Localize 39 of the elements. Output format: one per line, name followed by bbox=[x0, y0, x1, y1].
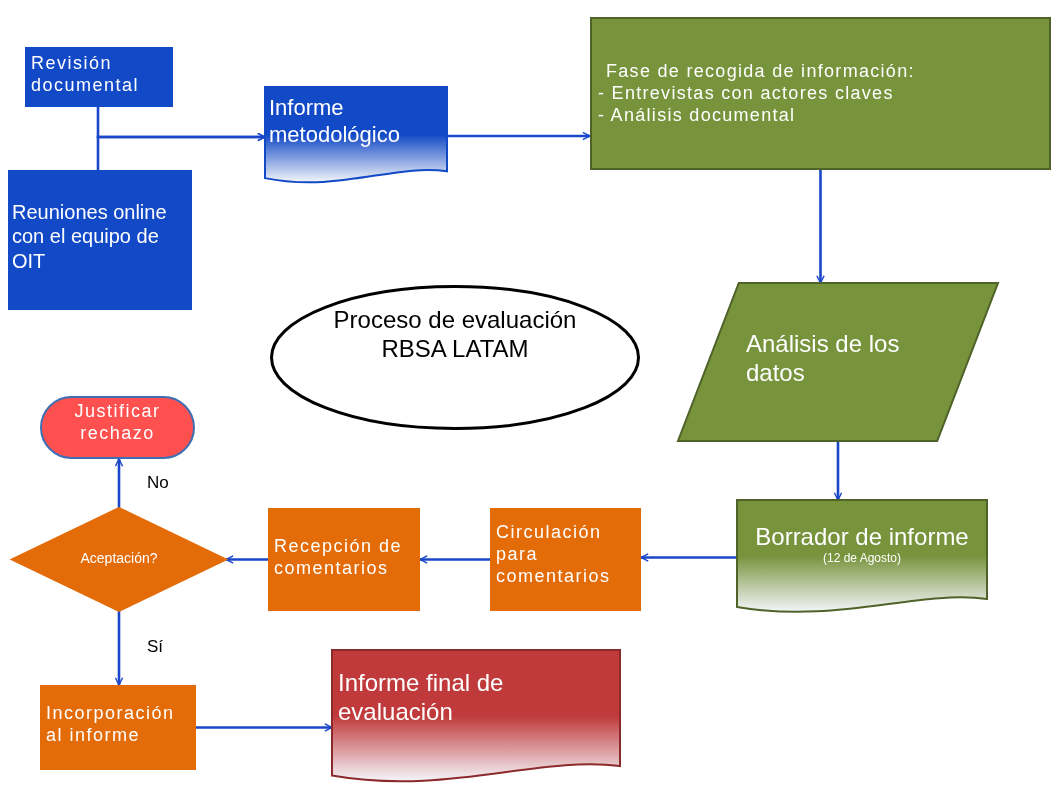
bullet-item: - Entrevistas con actores claves bbox=[598, 82, 895, 105]
decision-diamond bbox=[12, 508, 226, 611]
node-label: Recepción de comentarios bbox=[274, 536, 404, 580]
node-label: Borrador de informe bbox=[754, 522, 970, 552]
node-label: Revisión documental bbox=[31, 53, 141, 97]
process-box bbox=[490, 508, 641, 611]
node-label: Justificar rechazo bbox=[73, 401, 162, 445]
node-label: Fase de recogida de información: bbox=[605, 61, 916, 83]
process-box bbox=[268, 508, 420, 611]
arrow bbox=[640, 553, 737, 562]
process-box bbox=[590, 17, 1051, 170]
arrow bbox=[225, 555, 268, 564]
process-box bbox=[8, 170, 192, 310]
terminator-shape bbox=[40, 396, 195, 459]
node-label: Aceptación? bbox=[79, 550, 159, 568]
date-label: (12 de Agosto) bbox=[821, 551, 903, 566]
arrow bbox=[114, 458, 124, 508]
document-shape bbox=[265, 87, 447, 185]
node-label: Proceso de evaluación RBSA LATAM bbox=[332, 305, 578, 364]
node-label: Informe final de evaluación bbox=[338, 668, 505, 727]
arrow bbox=[816, 170, 825, 284]
data-parallelogram bbox=[678, 283, 998, 441]
arrow bbox=[196, 723, 333, 732]
node-label: Reuniones online con el equipo de OIT bbox=[12, 200, 168, 274]
arrow bbox=[833, 441, 843, 501]
arrow bbox=[419, 555, 490, 564]
process-box bbox=[25, 47, 173, 107]
node-label: Incorporación al informe bbox=[46, 703, 176, 747]
process-box bbox=[40, 685, 196, 770]
node-label: Análisis de los datos bbox=[746, 329, 901, 388]
bullet-item: - Análisis documental bbox=[598, 104, 797, 127]
node-label: Informe metodológico bbox=[269, 95, 401, 149]
arrow bbox=[114, 611, 124, 686]
node-label: Circulación para comentarios bbox=[496, 522, 612, 588]
document-shape bbox=[332, 650, 620, 785]
document-shape bbox=[737, 500, 987, 615]
arrow bbox=[447, 131, 591, 141]
ellipse-shape bbox=[270, 285, 640, 430]
arrow bbox=[96, 132, 266, 170]
